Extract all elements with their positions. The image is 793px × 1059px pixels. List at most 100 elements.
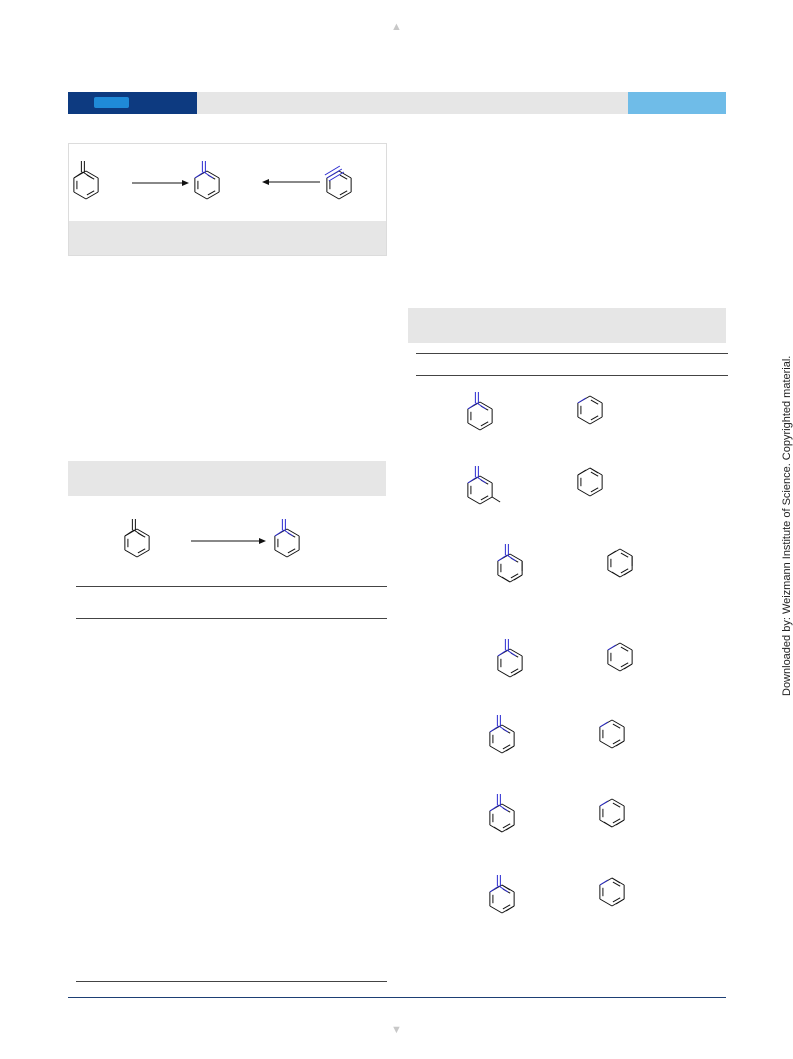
- ring-bond: [611, 719, 625, 728]
- table-header-rule: [416, 375, 728, 376]
- methyl-bond: [506, 649, 517, 657]
- ring-bond: [497, 669, 511, 678]
- methyl-bond: [607, 550, 617, 557]
- scheme-2-caption-panel: [68, 461, 386, 496]
- scheme-2-table-top-rule: [76, 586, 387, 587]
- ring-bond: [274, 549, 288, 558]
- scheme-2-table-mid-rule: [76, 618, 387, 619]
- ring-double-bond: [287, 548, 296, 554]
- ring-bond: [479, 422, 493, 431]
- isopropenyl-bond: [497, 649, 508, 657]
- methyl-bond: [501, 884, 511, 891]
- methyl-bond: [589, 467, 599, 474]
- ring-bond: [206, 191, 220, 200]
- ring-bond: [479, 496, 493, 505]
- methyl-bond: [513, 574, 523, 581]
- methyl-bond: [498, 804, 509, 812]
- methyl-bond: [623, 569, 633, 576]
- ring-bond: [136, 549, 150, 558]
- ring-double-bond: [612, 739, 621, 745]
- methyl-bond: [476, 476, 487, 484]
- methyl-bond: [611, 877, 621, 884]
- methyl-bond: [476, 402, 487, 410]
- deuteromethyl-bond: [599, 879, 609, 886]
- ring-double-bond: [612, 723, 621, 729]
- journal-badge: [94, 97, 129, 108]
- ring-bond: [73, 191, 87, 200]
- ring-bond: [136, 528, 150, 537]
- ring-double-bond: [620, 646, 629, 652]
- ring-double-bond: [510, 573, 519, 579]
- ring-double-bond: [510, 668, 519, 674]
- isopropenyl-bond: [489, 885, 500, 893]
- ring-double-bond: [612, 881, 621, 887]
- scheme-1-caption-panel: [69, 221, 386, 255]
- ring-double-bond: [620, 662, 629, 668]
- methyl-bond: [491, 496, 501, 503]
- ring-double-bond: [86, 190, 95, 196]
- ring-double-bond: [480, 421, 489, 427]
- ring-bond: [194, 191, 208, 200]
- isopropenyl-bond: [274, 529, 285, 537]
- ring-bond: [611, 798, 625, 807]
- deuteromethyl-bond: [577, 397, 587, 404]
- methyl-bond: [505, 905, 515, 912]
- ring-double-bond: [502, 904, 511, 910]
- table-caption-panel: [408, 308, 726, 343]
- ring-bond: [589, 416, 603, 425]
- isopropenyl-bond: [489, 804, 500, 812]
- ring-bond: [589, 395, 603, 404]
- methyl-bond: [615, 898, 625, 905]
- ring-bond: [577, 488, 591, 497]
- ring-double-bond: [502, 744, 511, 750]
- ring-bond: [338, 170, 352, 179]
- isopropenyl-bond: [489, 725, 500, 733]
- deuteromethyl-bond: [599, 721, 609, 728]
- ring-bond: [286, 549, 300, 558]
- methyl-bond: [615, 819, 625, 826]
- ring-bond: [479, 475, 493, 484]
- ring-double-bond: [620, 552, 629, 558]
- methyl-bond: [577, 469, 587, 476]
- ring-double-bond: [612, 897, 621, 903]
- alkyne-bond: [326, 168, 343, 179]
- page-down-arrow[interactable]: ▼: [391, 1025, 402, 1036]
- scheme-2-table-bottom-rule: [76, 981, 387, 982]
- methyl-bond: [501, 576, 511, 583]
- methyl-bond: [203, 171, 214, 179]
- ring-bond: [501, 803, 515, 812]
- page-up-arrow[interactable]: ▲: [391, 22, 402, 33]
- ring-bond: [599, 740, 613, 749]
- ring-bond: [338, 191, 352, 200]
- ring-bond: [467, 422, 481, 431]
- ring-bond: [479, 401, 493, 410]
- methyl-bond: [505, 745, 515, 752]
- methyl-bond: [505, 824, 515, 831]
- ring-bond: [467, 496, 481, 505]
- methyl-bond: [133, 529, 144, 537]
- ring-double-bond: [590, 487, 599, 493]
- ring-double-bond: [339, 174, 348, 180]
- methyl-bond: [506, 554, 517, 562]
- ring-bond: [607, 663, 621, 672]
- isopropenyl-bond: [73, 171, 84, 179]
- triangle-up-icon: ▲: [391, 21, 402, 33]
- isopropenyl-bond: [124, 529, 135, 537]
- ring-bond: [85, 170, 99, 179]
- methyl-bond: [493, 826, 503, 833]
- ring-bond: [286, 528, 300, 537]
- ring-bond: [619, 548, 633, 557]
- ring-double-bond: [620, 568, 629, 574]
- footer-rule: [68, 997, 726, 998]
- methyl-bond: [513, 669, 523, 676]
- journal-header-tab: [628, 92, 726, 114]
- ring-bond: [501, 724, 515, 733]
- isopropenyl-bond: [467, 402, 478, 410]
- scheme2-product-ring: [274, 528, 300, 558]
- ring-double-bond: [207, 190, 216, 196]
- isopropenyl-bond: [497, 554, 508, 562]
- methyl-bond: [283, 529, 294, 537]
- journal-header-band: [197, 92, 628, 114]
- ring-bond: [509, 553, 523, 562]
- ring-double-bond: [590, 471, 599, 477]
